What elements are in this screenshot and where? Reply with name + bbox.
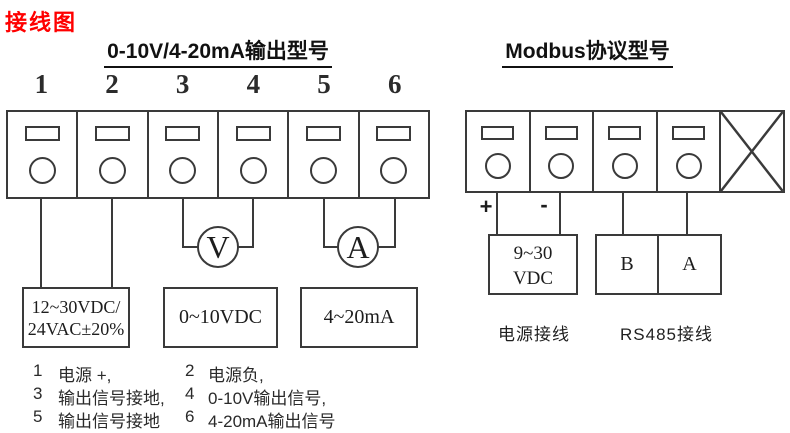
minus-sign: -	[540, 192, 548, 217]
right-section-title: Modbus协议型号	[465, 35, 710, 68]
wire-terminal5-ammeter	[323, 198, 325, 248]
wire-plus-power	[496, 192, 498, 236]
rs485-wiring-label: RS485接线	[620, 325, 713, 344]
terminal-number-1: 1	[34, 69, 49, 99]
power-supply-box: 12~30VDC/ 24VAC±20%	[22, 287, 130, 348]
terminal-hole-icon	[169, 157, 197, 184]
wire-terminal1-power	[40, 198, 42, 288]
left-section-title: 0-10V/4-20mA输出型号	[6, 35, 430, 68]
no-connection-x-icon	[721, 112, 783, 191]
terminal-slot-icon	[544, 126, 578, 140]
legend-num: 1	[33, 361, 43, 380]
terminal-cell-5	[287, 112, 357, 197]
wire-terminal6-ammeter	[394, 198, 396, 248]
current-output-box: 4~20mA	[300, 287, 418, 348]
rs485-b-box: B	[595, 234, 659, 295]
terminal-hole-icon	[239, 157, 267, 184]
terminal-number-4: 4	[246, 69, 261, 99]
terminal-slot-icon	[672, 126, 706, 140]
terminal-hole-icon	[309, 157, 337, 184]
plus-sign: +	[479, 194, 493, 219]
terminal-slot-icon	[305, 126, 341, 141]
legend-label: 0-10V输出信号,	[208, 389, 327, 408]
legend-row: 3 输出信号接地, 4 0-10V输出信号,	[33, 384, 413, 408]
wire-rs485-a	[686, 192, 688, 236]
terminal-cell-6	[357, 112, 428, 197]
terminal-hole-icon	[380, 157, 408, 184]
ammeter-icon: A	[337, 226, 379, 268]
legend-label: 输出信号接地,	[58, 389, 165, 408]
right-terminal-block	[465, 110, 785, 193]
terminal-slot-icon	[24, 126, 60, 141]
legend-num: 3	[33, 384, 43, 403]
terminal-slot-icon	[165, 126, 201, 141]
terminal-number-5: 5	[317, 69, 331, 99]
legend-row: 1 电源 +, 2 电源负,	[33, 361, 413, 385]
terminal-cell-3	[146, 112, 217, 197]
modbus-terminal-cell-3	[592, 112, 656, 191]
terminal-hole-icon	[28, 157, 56, 184]
wire-terminal4-voltmeter	[252, 198, 254, 248]
wire-rs485-b	[622, 192, 624, 236]
terminal-cell-2	[76, 112, 146, 197]
voltage-output-box: 0~10VDC	[163, 287, 278, 348]
terminal-hole-icon	[548, 153, 575, 179]
legend-num: 6	[185, 407, 195, 426]
terminal-number-6: 6	[387, 69, 402, 99]
wire-terminal3-voltmeter	[182, 198, 184, 248]
rs485-a-box: A	[657, 234, 722, 295]
terminal-legend: 1 电源 +, 2 电源负, 3 输出信号接地, 4 0-10V输出信号, 5 …	[33, 361, 413, 431]
modbus-terminal-cell-1	[467, 112, 529, 191]
terminal-slot-icon	[94, 126, 130, 141]
page-title: 接线图	[5, 10, 78, 35]
terminal-slot-icon	[235, 126, 271, 141]
terminal-slot-icon	[376, 126, 412, 141]
terminal-hole-icon	[98, 157, 126, 184]
legend-num: 2	[185, 361, 195, 380]
terminal-number-2: 2	[105, 69, 119, 99]
legend-label: 4-20mA输出信号	[208, 412, 336, 431]
terminal-hole-icon	[611, 153, 638, 179]
terminal-hole-icon	[675, 153, 702, 179]
legend-label: 电源 +,	[58, 366, 112, 385]
modbus-terminal-cell-2	[528, 112, 593, 191]
terminal-number-row: 1 2 3 4 5 6	[6, 69, 430, 100]
voltmeter-icon: V	[197, 226, 239, 268]
modbus-terminal-cell-unused	[719, 112, 783, 191]
modbus-power-box: 9~30 VDC	[488, 234, 578, 295]
legend-num: 4	[185, 384, 195, 403]
legend-row: 5 输出信号接地 6 4-20mA输出信号	[33, 407, 413, 431]
terminal-number-3: 3	[175, 69, 190, 99]
terminal-slot-icon	[481, 126, 515, 140]
wire-terminal2-power	[111, 198, 113, 288]
terminal-slot-icon	[608, 126, 642, 140]
modbus-terminal-cell-4	[655, 112, 720, 191]
legend-label: 输出信号接地	[58, 412, 160, 431]
terminal-cell-1	[8, 112, 76, 197]
legend-num: 5	[33, 407, 43, 426]
left-terminal-block	[6, 110, 430, 199]
wire-minus-power	[559, 192, 561, 236]
legend-label: 电源负,	[208, 366, 264, 385]
power-wiring-label: 电源接线	[498, 325, 570, 344]
terminal-cell-4	[216, 112, 287, 197]
terminal-hole-icon	[484, 153, 511, 179]
